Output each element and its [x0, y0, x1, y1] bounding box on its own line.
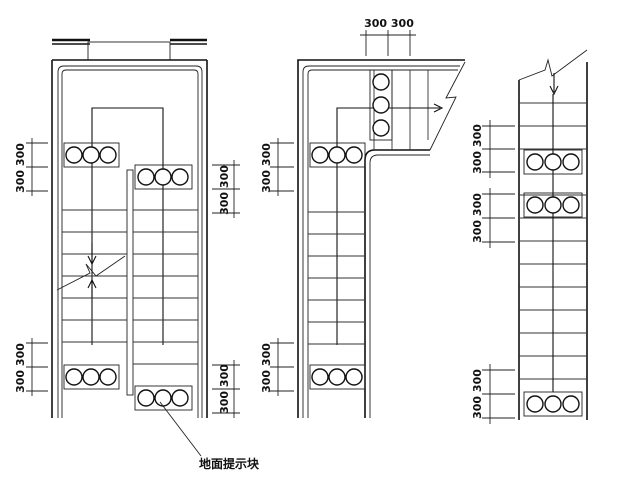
left-stair-plan: 300 300 300 300 300 300 300 300 地面提示块 — [14, 38, 260, 471]
dimension-label: 300 300 — [471, 193, 484, 243]
dimension-line-middle-lower — [270, 338, 294, 396]
dimension-line-middle-upper — [270, 138, 294, 196]
right-flight-treads — [133, 209, 198, 365]
direction-arrow-icon — [549, 73, 559, 96]
callout-leader — [159, 401, 202, 457]
dimension-label: 300 300 — [218, 165, 231, 215]
dimension-line-right-lower — [482, 364, 515, 424]
dimension-label: 300 300 — [364, 17, 414, 30]
tactile-warning-block-icon — [523, 391, 583, 417]
direction-arrow-icon — [420, 103, 444, 113]
tactile-warning-block-icon — [369, 69, 393, 141]
dimension-label: 300 300 — [218, 364, 231, 414]
tactile-warning-block-icon — [63, 142, 120, 168]
break-line-icon — [429, 61, 466, 151]
tactile-warning-block-icon — [523, 192, 583, 218]
lower-flight-treads — [308, 211, 365, 345]
dimension-label: 300 300 — [471, 124, 484, 174]
dimension-line-right-upper — [482, 120, 515, 178]
break-line-icon — [56, 255, 126, 291]
tactile-warning-block-icon — [523, 149, 583, 175]
direction-arrow-icon — [87, 243, 97, 266]
dimension-label: 300 300 — [14, 343, 27, 393]
tactile-warning-block-icon — [134, 385, 193, 411]
right-stair-plan: 300 300 300 300 300 300 — [471, 49, 588, 424]
tactile-warning-block-icon — [309, 364, 366, 390]
tactile-warning-block-icon — [63, 364, 120, 390]
dimension-label: 300 300 — [260, 343, 273, 393]
callout-label: 地面提示块 — [199, 456, 260, 471]
dimension-line-mid-lower — [212, 360, 240, 418]
dimension-line-mid-upper — [212, 160, 240, 218]
dimension-line-left-upper — [26, 138, 48, 196]
middle-stair-plan: 300 300 — [260, 17, 466, 418]
tactile-warning-block-icon — [134, 164, 193, 190]
tactile-warning-block-icon — [309, 142, 366, 168]
left-flight-treads — [62, 209, 127, 343]
dimension-label: 300 300 — [471, 369, 484, 419]
dimension-line-right-mid — [482, 188, 515, 248]
dimension-line-left-lower — [26, 338, 48, 396]
dimension-line-top — [360, 30, 416, 56]
dimension-label: 300 300 — [14, 143, 27, 193]
dimension-label: 300 300 — [260, 143, 273, 193]
